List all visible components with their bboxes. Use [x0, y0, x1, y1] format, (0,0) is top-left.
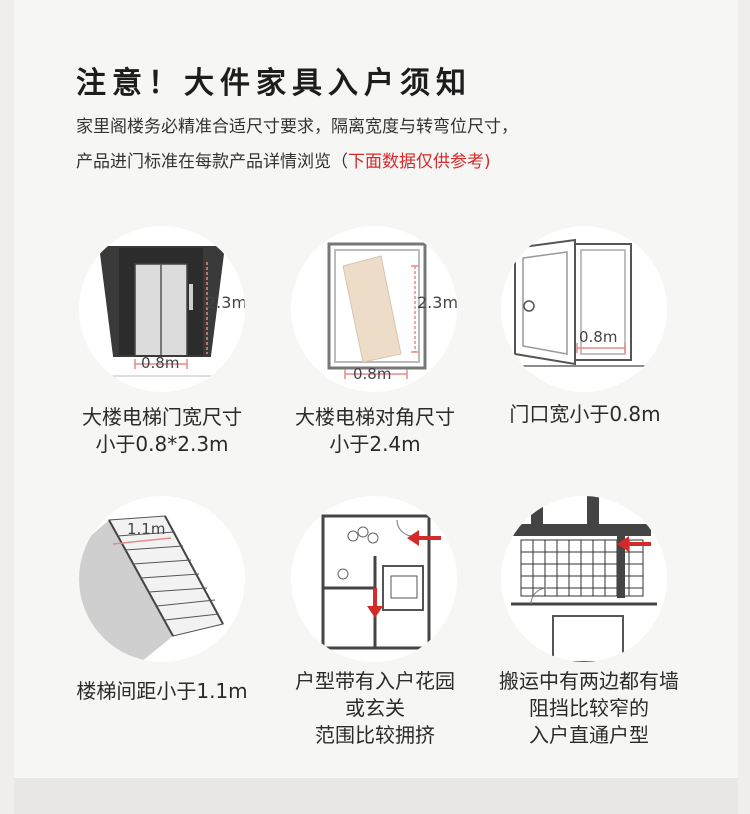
- bottom-band: [14, 778, 738, 814]
- caption-line: 大楼电梯门宽尺寸: [82, 405, 242, 429]
- staircase-caption: 楼梯间距小于1.1m: [57, 678, 267, 705]
- floorplan-garden-icon: [321, 514, 441, 650]
- staircase-icon: 1.1m: [79, 515, 224, 662]
- caption-line: 门口宽小于0.8m: [509, 402, 661, 426]
- door-caption: 门口宽小于0.8m: [480, 401, 690, 428]
- description-main: 产品进门标准在每款产品详情浏览（: [76, 152, 348, 172]
- caption-line: 阻挡比较窄的: [529, 696, 649, 720]
- width-label: 0.8m: [579, 328, 617, 346]
- caption-line: 入户直通户型: [529, 723, 649, 747]
- floorplan-caption: 户型带有入户花园 或玄关 范围比较拥挤: [270, 668, 480, 749]
- description-line-2: 产品进门标准在每款产品详情浏览（下面数据仅供参考): [76, 147, 491, 172]
- height-label: 2.3m: [417, 293, 457, 312]
- narrow-corridor-icon: [511, 496, 657, 662]
- floorplan-card: [291, 496, 457, 662]
- staircase-card: 1.1m: [79, 496, 245, 662]
- caption-line: 搬运中有两边都有墙: [499, 669, 679, 693]
- caption-line: 楼梯间距小于1.1m: [76, 679, 248, 703]
- page-title: 注意！大件家具入户须知: [76, 66, 472, 101]
- caption-line: 户型带有入户花园: [295, 669, 455, 693]
- caption-line: 小于2.4m: [329, 432, 421, 456]
- door-icon: 0.8m: [507, 238, 661, 367]
- caption-line: 范围比较拥挤: [315, 723, 435, 747]
- elevator-door-caption: 大楼电梯门宽尺寸 小于0.8*2.3m: [57, 404, 267, 458]
- caption-line: 小于0.8*2.3m: [95, 432, 229, 456]
- elevator-interior-caption: 大楼电梯对角尺寸 小于2.4m: [270, 404, 480, 458]
- door-card: 0.8m: [501, 226, 667, 392]
- caption-line: 或玄关: [345, 696, 405, 720]
- elevator-door-card: 2.3m 0.8m: [79, 226, 245, 392]
- description-line-1: 家里阁楼务必精准合适尺寸要求，隔离宽度与转弯位尺寸，: [76, 117, 518, 137]
- width-label: 1.1m: [127, 520, 165, 538]
- elevator-interior-card: 2.3m 0.8m: [291, 226, 457, 392]
- width-label: 0.8m: [141, 354, 179, 372]
- description-note: 下面数据仅供参考): [348, 152, 491, 172]
- width-label: 0.8m: [353, 365, 391, 383]
- narrow-corridor-card: [501, 496, 667, 662]
- height-label: 2.3m: [206, 293, 245, 312]
- caption-line: 大楼电梯对角尺寸: [295, 405, 455, 429]
- narrow-corridor-caption: 搬运中有两边都有墙 阻挡比较窄的 入户直通户型: [484, 668, 694, 749]
- elevator-door-icon: 2.3m 0.8m: [79, 246, 245, 377]
- elevator-interior-icon: 2.3m 0.8m: [327, 242, 457, 383]
